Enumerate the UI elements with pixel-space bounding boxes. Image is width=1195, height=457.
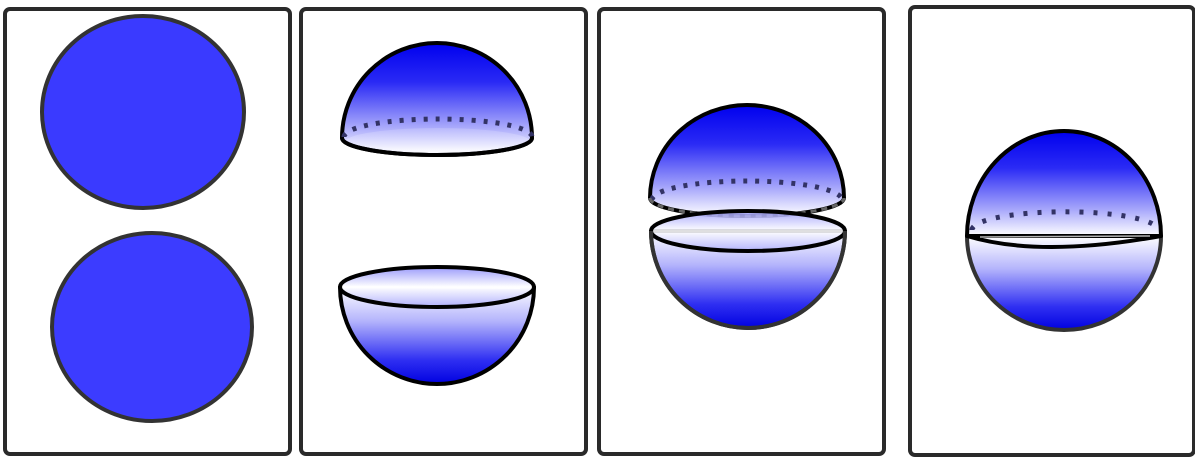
joined-sphere bbox=[967, 131, 1161, 330]
panel-1 bbox=[5, 9, 290, 454]
panel-4 bbox=[910, 7, 1194, 455]
panel-2 bbox=[301, 9, 586, 454]
upper-disc bbox=[42, 16, 244, 208]
panel-3 bbox=[599, 9, 884, 454]
lower-disc bbox=[52, 233, 252, 421]
bottom-hemisphere-rim-overlap bbox=[651, 211, 845, 251]
